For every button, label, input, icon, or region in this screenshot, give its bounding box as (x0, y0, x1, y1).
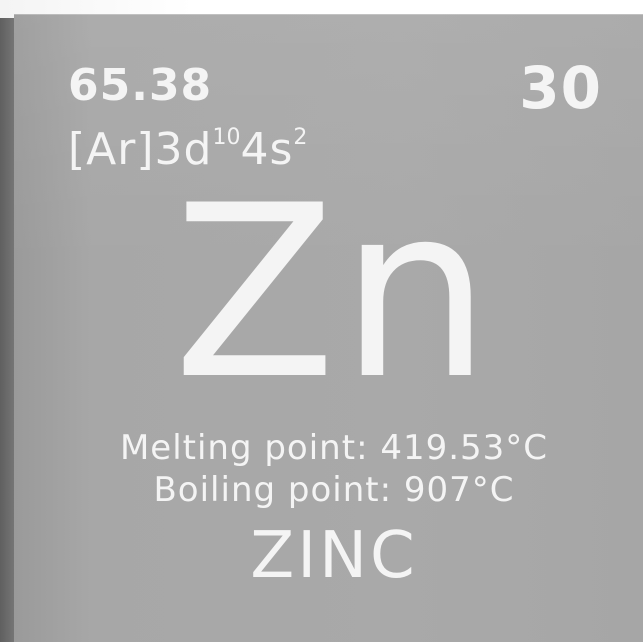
element-symbol: Zn (173, 155, 495, 432)
element-tile: 65.38 30 [Ar]3d104s2 Zn Melting point: 4… (14, 14, 643, 642)
atomic-number: 30 (519, 54, 602, 122)
cube-side-face (0, 18, 18, 642)
melting-point: Melting point: 419.53°C (119, 428, 549, 468)
atomic-mass: 65.38 (68, 60, 213, 111)
electron-configuration: [Ar]3d104s2 (68, 124, 307, 175)
electron-config-prefix: [Ar]3d (68, 124, 213, 175)
element-name: ZINC (250, 519, 418, 593)
boiling-point: Boiling point: 907°C (153, 470, 515, 510)
electron-config-d-exponent: 10 (212, 125, 241, 150)
electron-config-s-exponent: 2 (293, 125, 308, 150)
electron-config-mid: 4s (240, 124, 294, 175)
